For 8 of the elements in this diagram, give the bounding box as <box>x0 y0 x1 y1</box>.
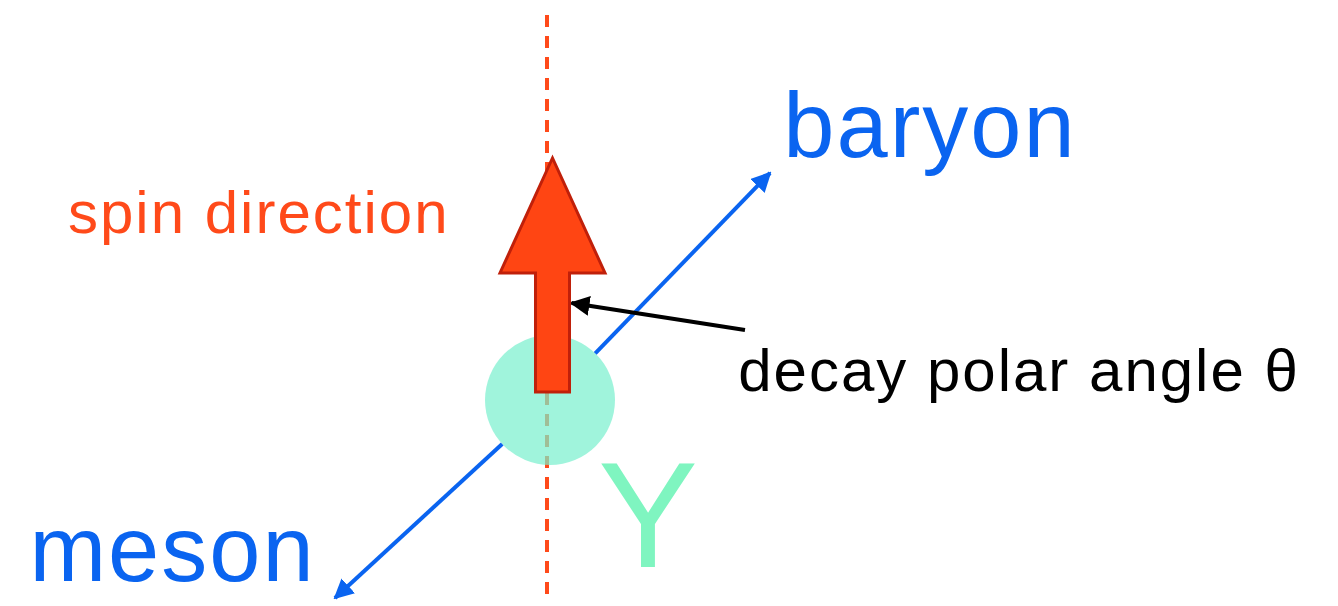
particle-label: meson <box>29 496 316 602</box>
leader-arrow <box>569 295 746 332</box>
angle-label: decay polar angle θ <box>738 335 1300 405</box>
particle-symbol: Y <box>598 440 699 590</box>
spin-label: spin direction <box>68 178 450 247</box>
decay-direction-arrow <box>333 442 504 600</box>
decay-direction-arrow <box>593 171 772 355</box>
particle-label: baryon <box>783 73 1077 178</box>
